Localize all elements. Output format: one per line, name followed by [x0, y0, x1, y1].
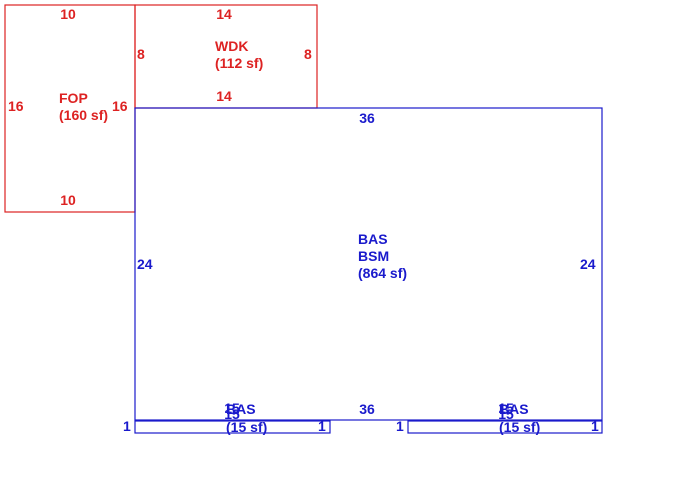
bas-code-2: BSM [358, 248, 389, 264]
bas-dim-right: 24 [580, 256, 596, 272]
bas-small-right-dim-top: 15 [498, 400, 514, 416]
wdk-code: WDK [215, 38, 248, 54]
wdk-dim-bottom: 14 [216, 88, 232, 104]
bas-small-left-dim-top: 15 [224, 400, 240, 416]
bas-small-right-area: (15 sf) [499, 419, 540, 435]
fop-dim-bottom: 10 [60, 192, 76, 208]
wdk-dim-left: 8 [137, 46, 145, 62]
bas-small-left-dim-bottom: 15 [224, 406, 240, 422]
bas-small-left-area: (15 sf) [226, 419, 267, 435]
fop-code: FOP [59, 90, 88, 106]
bas-area: (864 sf) [358, 265, 407, 281]
bas-dim-left: 24 [137, 256, 153, 272]
bas-small-right-code: BAS [499, 401, 529, 417]
bas-small-right-section: 15 15 1 1 BAS (15 sf) [396, 400, 603, 435]
fop-dim-left: 16 [8, 98, 24, 114]
wdk-dim-right: 8 [304, 46, 312, 62]
wdk-area: (112 sf) [215, 55, 263, 71]
bas-dim-top: 36 [359, 110, 375, 126]
bas-small-left-code: BAS [226, 401, 256, 417]
fop-dim-top: 10 [60, 6, 76, 22]
bas-small-left-dim-right: 1 [318, 418, 326, 434]
bas-dim-bottom: 36 [359, 401, 375, 417]
bas-small-right-dim-left: 1 [396, 418, 404, 434]
bas-code-1: BAS [358, 231, 388, 247]
bas-small-right-outline [407, 420, 603, 434]
bas-section: 36 36 24 24 BAS BSM (864 sf) [134, 107, 603, 421]
wdk-section: 14 14 8 8 WDK (112 sf) [134, 4, 318, 109]
bas-outline [134, 107, 603, 421]
fop-section: 10 10 16 16 FOP (160 sf) [4, 4, 136, 213]
bas-small-right-dim-right: 1 [591, 418, 599, 434]
fop-dim-right: 16 [112, 98, 128, 114]
bas-small-left-outline [134, 420, 331, 434]
bas-small-left-dim-left: 1 [123, 418, 131, 434]
wdk-dim-top: 14 [216, 6, 232, 22]
bas-small-right-dim-bottom: 15 [498, 406, 514, 422]
fop-area: (160 sf) [59, 107, 108, 123]
bas-small-left-section: 15 15 1 1 BAS (15 sf) [123, 400, 331, 435]
